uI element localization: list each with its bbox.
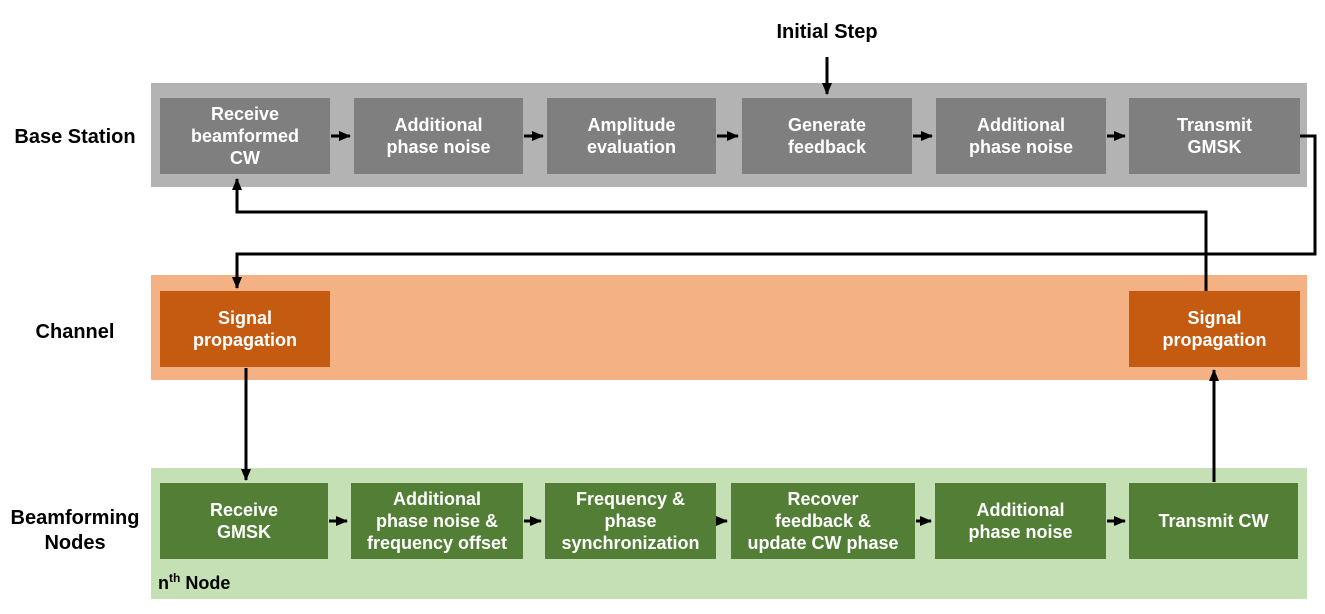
box-receive-gmsk: Receive GMSK (160, 483, 328, 559)
beamforming-nodes-band (151, 468, 1307, 599)
box-generate-feedback: Generate feedback (742, 98, 912, 174)
nth-node-suffix: Node (180, 573, 231, 593)
box-signal-propagation-right: Signal propagation (1129, 291, 1300, 367)
box-transmit-cw: Transmit CW (1129, 483, 1298, 559)
box-amplitude-evaluation: Amplitude evaluation (547, 98, 716, 174)
box-frequency-phase-synchronization: Frequency & phase synchronization (545, 483, 716, 559)
box-additional-phase-noise-node: Additional phase noise (935, 483, 1106, 559)
box-receive-beamformed-cw: Receive beamformed CW (160, 98, 330, 174)
nth-node-label: nth Node (158, 571, 230, 594)
box-transmit-gmsk: Transmit GMSK (1129, 98, 1300, 174)
initial-step-label: Initial Step (776, 21, 878, 43)
box-recover-feedback-update-cw-phase: Recover feedback & update CW phase (731, 483, 915, 559)
row-label-channel: Channel (35, 321, 115, 343)
box-additional-phase-noise-freq-offset: Additional phase noise & frequency offse… (351, 483, 523, 559)
nth-node-prefix: n (158, 573, 169, 593)
box-additional-phase-noise-bs-1: Additional phase noise (354, 98, 523, 174)
box-signal-propagation-left: Signal propagation (160, 291, 330, 367)
box-additional-phase-noise-bs-2: Additional phase noise (936, 98, 1106, 174)
row-label-base-station: Base Station (14, 126, 136, 148)
nth-node-superscript: th (169, 571, 181, 585)
channel-band (151, 275, 1307, 380)
row-label-beamforming-nodes: Beamforming Nodes (10, 507, 140, 554)
